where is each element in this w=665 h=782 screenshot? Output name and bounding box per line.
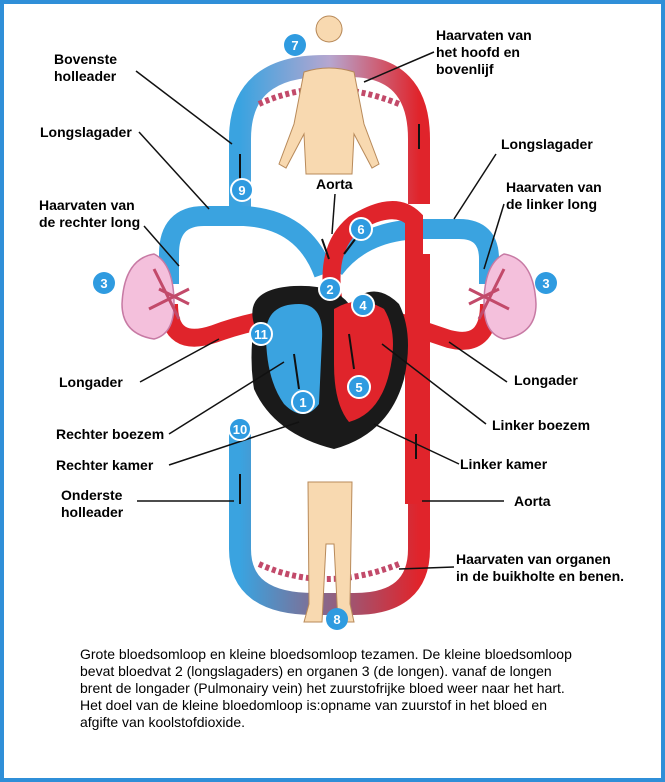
badge-1: 1 [291,390,315,414]
label-haarvaten-organen: Haarvaten van organen in de buikholte en… [456,551,625,584]
right-lung [121,253,175,340]
label-haarvaten-rechter-long: Haarvaten van de rechter long [39,197,141,230]
badge-5: 5 [347,375,371,399]
upper-capillary-mesh [257,86,401,107]
right-lung-capillaries [148,268,190,320]
circulation-diagram [121,15,537,623]
lower-capillary-mesh [257,561,401,582]
label-longader-right: Longader [514,372,578,388]
left-lung [483,253,537,340]
caption-text: Grote bloedsomloop en kleine bloedsomloo… [80,646,572,730]
label-rechter-kamer: Rechter kamer [56,457,154,473]
badge-3-right: 3 [535,272,557,294]
badge-2: 2 [318,277,342,301]
left-pulmonary-artery [159,206,334,284]
label-aorta-top: Aorta [316,176,353,192]
badge-9: 9 [230,178,254,202]
badge-7: 7 [284,34,306,56]
badge-6: 6 [349,217,373,241]
badge-10: 10 [228,417,252,441]
label-aorta-bottom: Aorta [514,493,551,509]
label-longslagader-left: Longslagader [40,124,132,140]
right-pulmonary-artery [326,219,499,284]
badge-11: 11 [249,322,273,346]
label-haarvaten-hoofd: Haarvaten van het hoofd en bovenlijf [436,27,532,77]
upper-capillary-loop [229,55,430,219]
upper-body-figure [278,15,380,175]
badge-8: 8 [326,608,348,630]
label-linker-boezem: Linker boezem [492,417,591,433]
label-onderste-holleader: Onderste holleader [61,487,124,520]
left-lung-capillaries [468,268,510,320]
lower-body-figure [303,481,355,623]
label-rechter-boezem: Rechter boezem [56,426,165,442]
flow-arrows [239,124,420,504]
label-longader-left: Longader [59,374,123,390]
label-bovenste-holleader: Bovenste holleader [54,51,118,84]
label-haarvaten-linker-long: Haarvaten van de linker long [506,179,602,212]
leader-lines [135,51,508,570]
label-linker-kamer: Linker kamer [460,456,548,472]
badge-4: 4 [351,293,375,317]
lower-capillary-loop [229,254,430,615]
label-longslagader-right: Longslagader [501,136,593,152]
badge-3-left: 3 [93,272,115,294]
